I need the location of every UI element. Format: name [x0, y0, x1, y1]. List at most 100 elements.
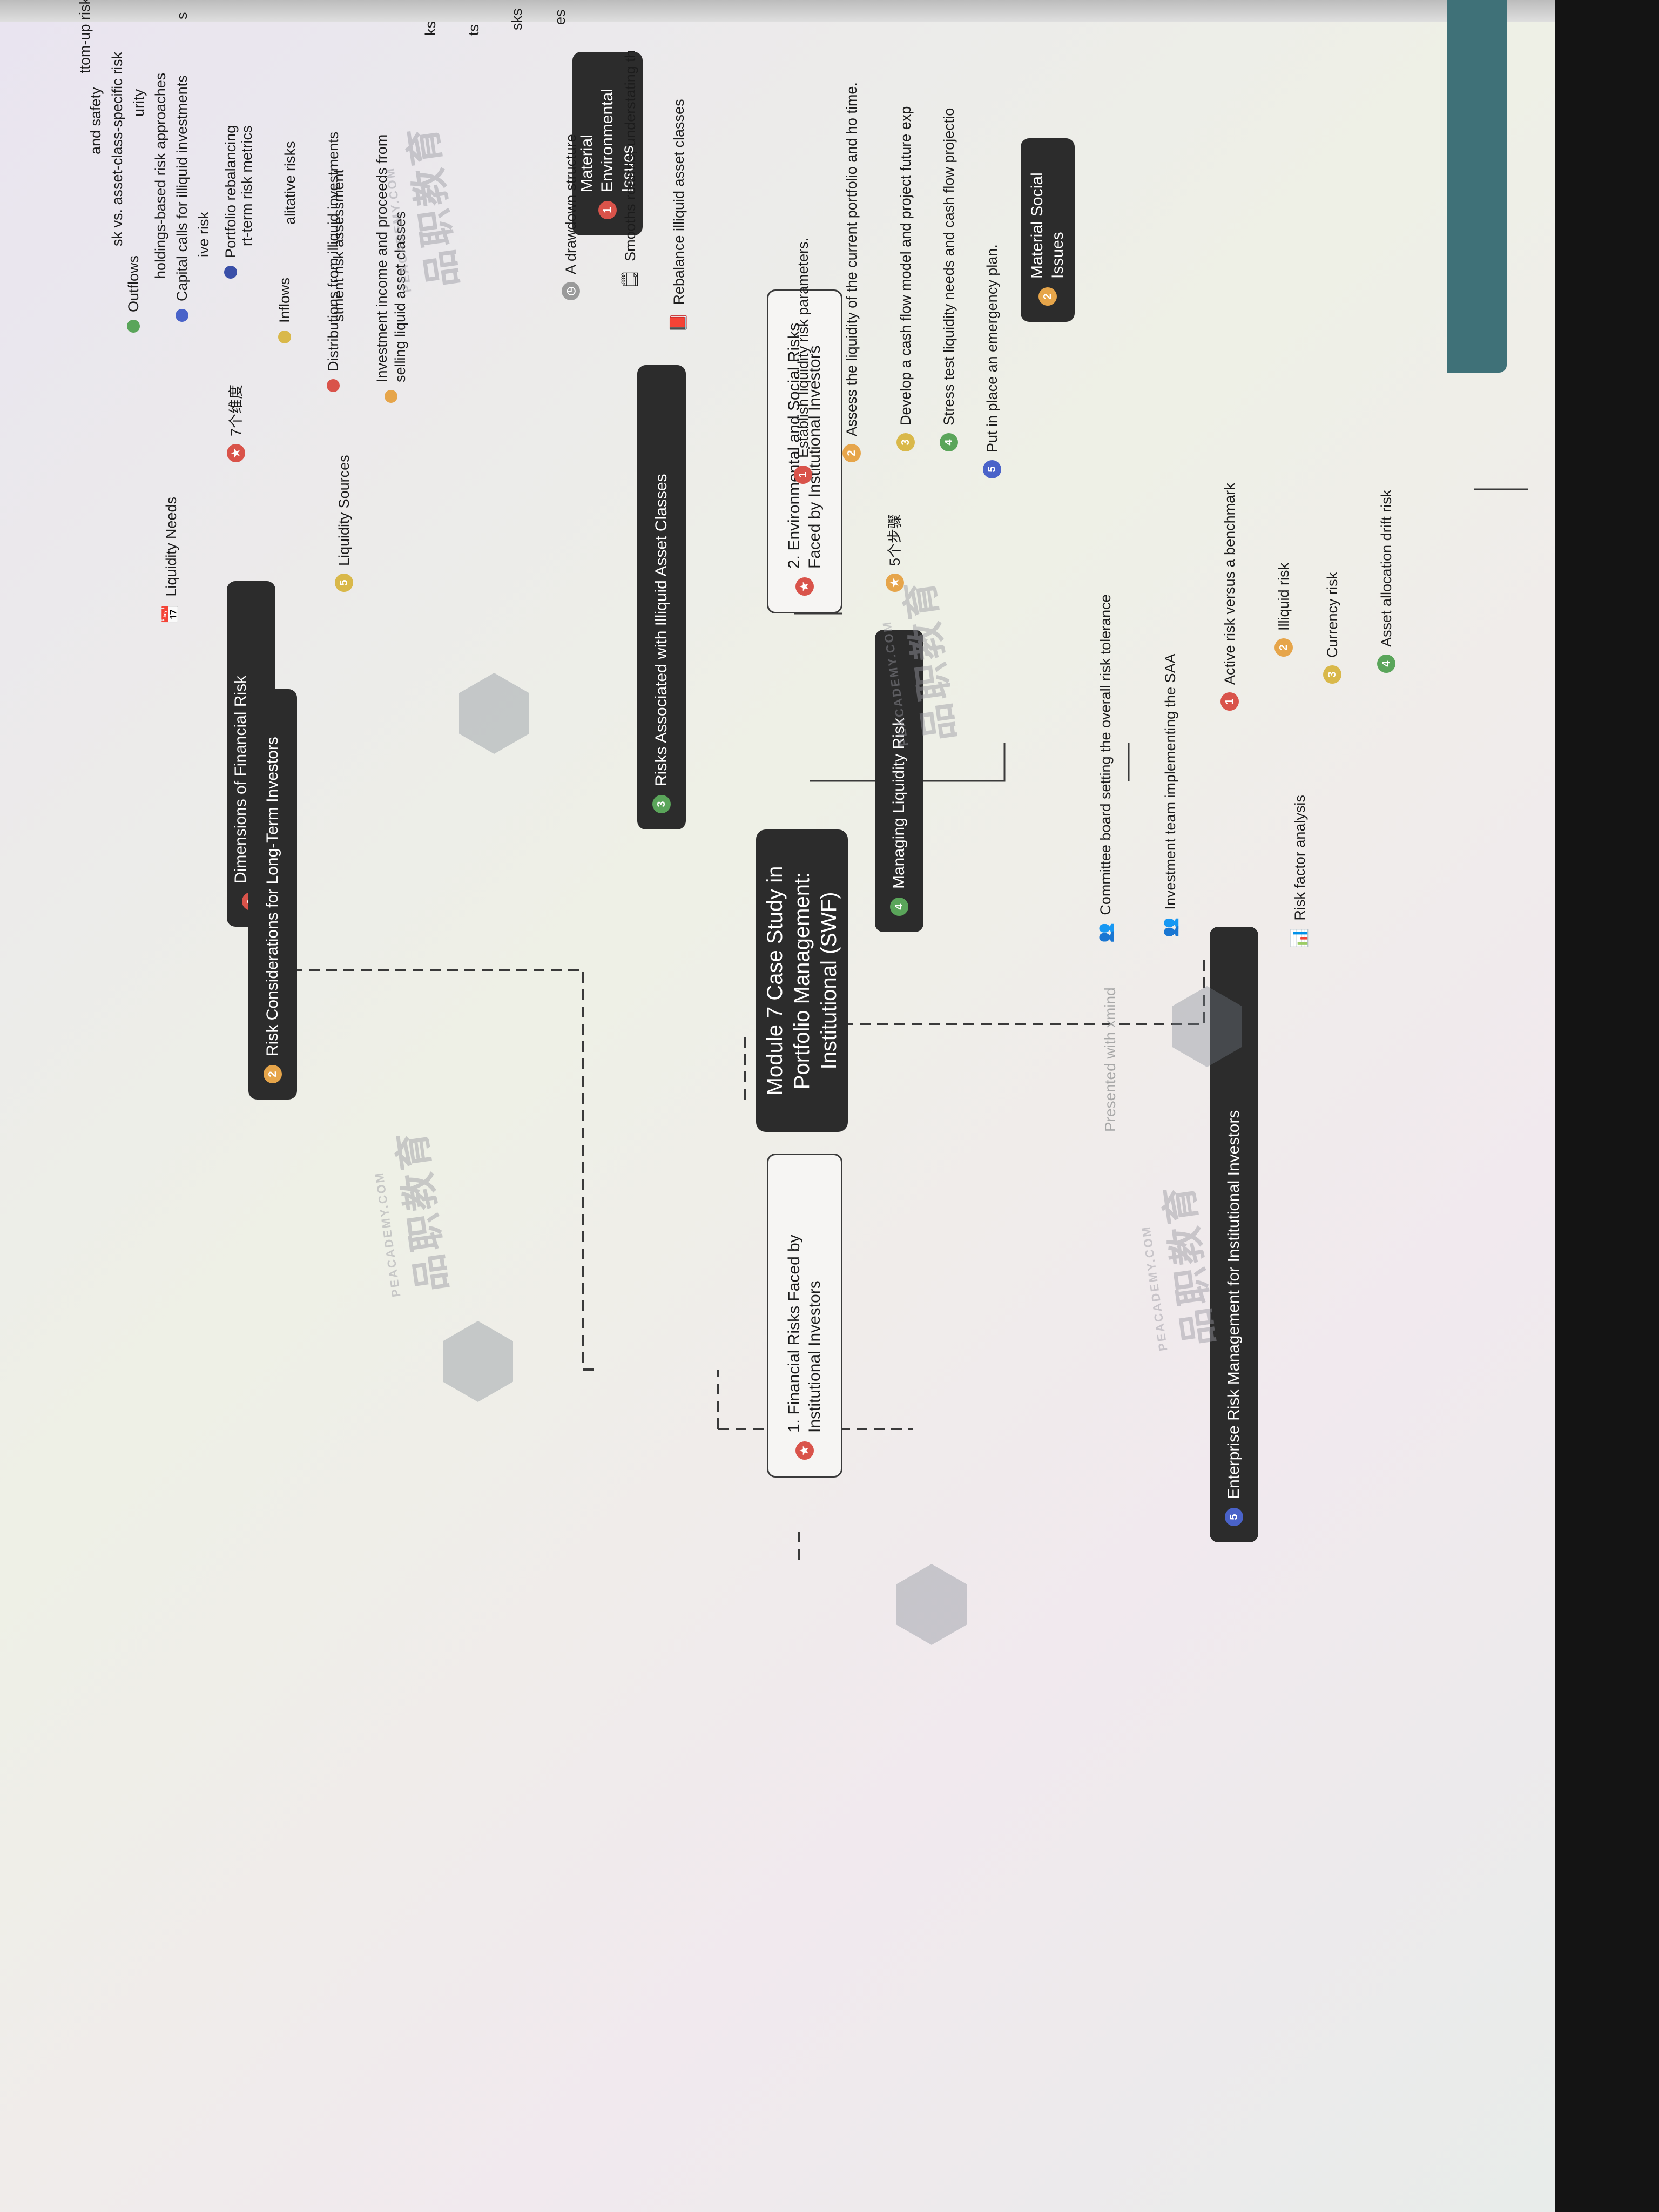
star-icon: ★: [795, 577, 814, 596]
left-leaf: urity: [131, 89, 147, 117]
green-dot-icon: [127, 320, 140, 333]
illiquid-item-label: Smooths returns, understating th: [622, 50, 638, 261]
star-icon: ★: [795, 1441, 814, 1460]
navy-dot-icon: [224, 266, 237, 279]
chart-icon: 📊: [1291, 928, 1309, 948]
topic-social-issues[interactable]: 2 Material Social Issues: [1021, 138, 1075, 322]
left-leaf: and safety: [87, 87, 104, 154]
number-badge: 5: [1225, 1508, 1243, 1526]
factor-item-label: Active risk versus a benchmark: [1222, 483, 1238, 685]
managing-steps-count-label: 5个步骤: [887, 514, 903, 566]
left-leaf: es: [552, 9, 568, 25]
number-badge: 2: [264, 1065, 282, 1083]
blue-dot-icon: [176, 309, 188, 322]
left-leaf: holdings-based risk approaches: [152, 72, 168, 279]
left-leaf: rt-term risk metrics: [239, 125, 255, 246]
enterprise-committee: 👥 Committee board setting the overall ri…: [1096, 594, 1115, 943]
topic-illiquid-label: Risks Associated with Illiquid Asset Cla…: [652, 474, 670, 786]
managing-step: 5 Put in place an emergency plan.: [983, 244, 1001, 478]
liquidity-sources-label: Liquidity Sources: [336, 455, 352, 566]
enterprise-factor: 📊 Risk factor analysis: [1291, 795, 1309, 948]
topic-long-term-label: Risk Considerations for Long-Term Invest…: [264, 737, 281, 1056]
topic-long-term[interactable]: 2 Risk Considerations for Long-Term Inve…: [248, 689, 297, 1100]
star-icon: ★: [227, 444, 245, 462]
calendar-icon: 📅: [162, 604, 180, 624]
yellow-dot-icon: [278, 331, 291, 343]
clock-icon: ◷: [562, 282, 580, 300]
outflows-label: Outflows: [125, 255, 141, 312]
factor-item: 2 Illiquid risk: [1274, 563, 1293, 657]
managing-step: 1 Establish liquidity risk parameters.: [794, 238, 812, 484]
left-leaf: sk vs. asset-class-specific risk: [109, 51, 125, 246]
left-leaf: sks: [509, 8, 525, 31]
illiquid-item-label: Rebalance illiquid asset classes: [671, 99, 687, 305]
managing-step: 3 Develop a cash flow model and project …: [896, 106, 915, 451]
enterprise-factor-label: Risk factor analysis: [1292, 795, 1308, 921]
left-leaf: ttom-up risk analysis: [77, 0, 93, 73]
factor-item-label: Currency risk: [1324, 571, 1340, 658]
enterprise-team-label: Investment team implementing the SAA: [1162, 653, 1178, 910]
notebook-icon: 📕: [670, 312, 687, 333]
number-badge: 5: [983, 460, 1001, 478]
orange-dot-icon: [385, 390, 397, 403]
liquidity-needs: 📅 Liquidity Needs: [162, 497, 180, 624]
number-badge: 3: [652, 795, 671, 813]
managing-step-label: Stress test liquidity needs and cash flo…: [941, 107, 957, 426]
factor-item-label: Illiquid risk: [1276, 562, 1292, 631]
sources-item-label: Distributions from illiquid investments: [325, 131, 341, 372]
central-topic-label: Module 7 Case Study in Portfolio Managem…: [763, 866, 841, 1096]
number-badge: 1: [794, 466, 812, 484]
illiquid-item: 📕 Rebalance illiquid asset classes: [670, 99, 688, 333]
managing-step-label: Establish liquidity risk parameters.: [795, 237, 811, 458]
topic-enterprise-label: Enterprise Risk Management for Instituti…: [1225, 1110, 1243, 1499]
number-badge: 4: [940, 433, 958, 451]
managing-step-label: Develop a cash flow model and project fu…: [898, 106, 914, 426]
number-badge: 4: [890, 898, 908, 916]
factor-item: 4 Asset allocation drift risk: [1377, 490, 1395, 673]
number-badge: 3: [1323, 665, 1341, 684]
people-icon: 👥: [1096, 922, 1114, 943]
needs-item: Portfolio rebalancing: [221, 125, 240, 279]
topic-social-issues-label: Material Social Issues: [1028, 172, 1067, 279]
inflows: Inflows: [275, 278, 294, 343]
illiquid-item: ◷ A drawdown structure: [562, 134, 580, 300]
central-topic[interactable]: Module 7 Case Study in Portfolio Managem…: [756, 830, 848, 1132]
left-leaf: ts: [466, 24, 482, 36]
topic-illiquid[interactable]: 3 Risks Associated with Illiquid Asset C…: [637, 365, 686, 830]
number-badge: 5: [335, 574, 353, 592]
managing-step: 4 Stress test liquidity needs and cash f…: [940, 108, 958, 451]
number-badge: 4: [1377, 655, 1395, 673]
sources-item: Distributions from illiquid investments: [324, 132, 342, 392]
mindmap-canvas: ttom-up risk analysis sk vs. asset-class…: [77, 0, 1528, 2212]
liquidity-needs-label: Liquidity Needs: [163, 497, 179, 597]
factor-item: 3 Currency risk: [1323, 572, 1341, 684]
topic-financial-label: 1. Financial Risks Faced by Institutiona…: [785, 1235, 824, 1433]
enterprise-committee-label: Committee board setting the overall risk…: [1097, 594, 1114, 915]
illiquid-item-label: A drawdown structure: [563, 134, 579, 274]
xmind-credit: Presented with xmind: [1102, 987, 1118, 1132]
enterprise-team: 👥 Investment team implementing the SAA: [1161, 653, 1179, 938]
mindmap-stage: ttom-up risk analysis sk vs. asset-class…: [77, 0, 1528, 2212]
left-leaf: alitative risks: [282, 141, 298, 225]
illiquid-item: 🗒 Smooths returns, understating th: [621, 50, 639, 289]
liquidity-sources: 5 Liquidity Sources: [335, 455, 353, 592]
document-icon: 🗒: [621, 268, 639, 289]
dimensions-count: ★ 7个维度: [227, 385, 245, 462]
managing-step-label: Put in place an emergency plan.: [984, 244, 1000, 453]
screen-top-edge: [0, 0, 1555, 22]
red-dot-icon: [327, 379, 340, 392]
needs-item: Capital calls for illiquid investments: [173, 75, 191, 322]
monitor-bezel: [1555, 0, 1659, 2212]
left-leaf: ks: [422, 21, 439, 36]
number-badge: 2: [1274, 638, 1293, 657]
number-badge: 3: [896, 433, 915, 451]
number-badge: 1: [1220, 692, 1239, 711]
factor-item-label: Asset allocation drift risk: [1378, 489, 1394, 647]
left-leaf: ive risk: [195, 211, 212, 257]
needs-item-label: Portfolio rebalancing: [222, 125, 239, 258]
topic-financial[interactable]: ★ 1. Financial Risks Faced by Institutio…: [767, 1154, 842, 1478]
left-leaf: s: [174, 12, 190, 20]
managing-step-label: Assess the liquidity of the current port…: [844, 82, 860, 436]
outflows: Outflows: [124, 255, 143, 333]
window-edge-strip: [1447, 0, 1507, 373]
